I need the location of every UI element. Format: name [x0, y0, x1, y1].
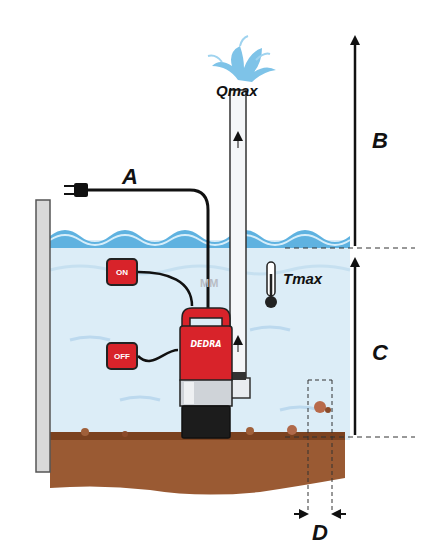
pump-handle: [182, 308, 230, 328]
power-cord: [88, 190, 208, 312]
stone: [325, 407, 331, 413]
pump-band: [180, 380, 232, 406]
switch-cable: [138, 272, 192, 306]
plug-pin: [64, 193, 74, 195]
pump-body: [178, 306, 234, 440]
ground: [50, 432, 345, 495]
plug-pin: [64, 185, 74, 187]
switch-label: ON: [116, 268, 128, 277]
dimension-arrow: [294, 513, 304, 515]
dimension-label: A: [122, 164, 138, 190]
flow-label: Qmax: [216, 82, 258, 99]
flow-arrow: [237, 136, 238, 148]
thermometer-column: [270, 274, 273, 298]
stone: [287, 425, 297, 435]
dimension-arrow: [354, 40, 357, 246]
water: [50, 240, 350, 440]
pump-housing: [180, 326, 232, 382]
water-splash: [212, 46, 276, 82]
pump-base: [182, 406, 230, 438]
pump: DEDRA: [178, 306, 234, 440]
dimension-arrow: [336, 513, 346, 515]
watermark: MM: [200, 277, 218, 289]
float-switch: ON: [106, 258, 138, 286]
stone: [314, 401, 326, 413]
wave: [50, 230, 350, 248]
water-splash: [208, 36, 270, 62]
switch-label: OFF: [114, 352, 130, 361]
dimension-label: B: [372, 128, 388, 154]
guide-line: [308, 380, 332, 510]
flow-arrow: [237, 340, 238, 352]
stone: [81, 428, 89, 436]
stone: [122, 431, 128, 437]
brand-name: DEDRA: [178, 340, 234, 349]
dimension-arrow: [354, 262, 357, 435]
pump-shine: [184, 382, 194, 404]
guide-line: [285, 248, 415, 249]
wave-crest: [50, 235, 350, 245]
guide-line: [285, 437, 415, 438]
float-switch: OFF: [106, 342, 138, 370]
temperature-label: Tmax: [283, 270, 322, 287]
water-ripple: [70, 327, 320, 410]
plug: [74, 183, 88, 197]
switch-cable: [138, 350, 178, 361]
stone: [246, 427, 254, 435]
dimension-label: D: [312, 520, 328, 546]
wall: [36, 200, 50, 472]
dimension-label: C: [372, 340, 388, 366]
